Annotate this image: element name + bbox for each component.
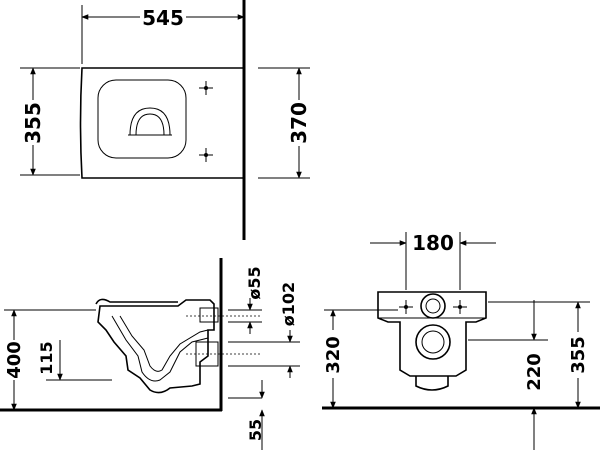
outlet-height-dim-label: 220 bbox=[524, 353, 545, 391]
outlet-height-dim-label: 115 bbox=[37, 341, 56, 374]
side-view-inlet-stub bbox=[199, 307, 219, 323]
rear-view-inlet-inner bbox=[425, 298, 441, 314]
outlet-dia-dim-label: ø102 bbox=[279, 282, 298, 326]
top-view-bowl-outline bbox=[79, 67, 245, 179]
side-view-trap-inner bbox=[119, 315, 209, 372]
rear-view: 180 320 220 355 bbox=[322, 231, 600, 450]
top-view: 545 355 370 bbox=[20, 0, 311, 240]
height-dim-label: 400 bbox=[4, 341, 25, 379]
top-view-seat-opening bbox=[97, 79, 187, 159]
width-dim-label: 545 bbox=[142, 6, 184, 30]
rear-view-foot bbox=[415, 376, 449, 391]
rear-view-fixing-right bbox=[453, 300, 467, 314]
top-view-fixing-upper bbox=[199, 81, 213, 95]
depth-right-dim-label: 370 bbox=[287, 102, 311, 144]
top-view-inner-rim bbox=[129, 107, 171, 136]
side-view-bowl-outline bbox=[97, 299, 215, 394]
side-view: 400 115 ø55 ø102 55 bbox=[0, 258, 300, 450]
depth-left-dim-label: 355 bbox=[21, 102, 45, 144]
inlet-height-dim-label: 320 bbox=[323, 336, 344, 374]
top-view-inner-rim-2 bbox=[135, 113, 165, 136]
bottom-offset-dim-label: 55 bbox=[246, 419, 265, 441]
side-view-trap-outer bbox=[111, 315, 209, 382]
side-view-seat bbox=[95, 298, 178, 305]
fixing-spacing-dim-label: 180 bbox=[412, 231, 454, 255]
rear-view-body-outline bbox=[377, 291, 487, 377]
rear-view-outlet-circle bbox=[415, 324, 451, 360]
top-view-fixing-lower bbox=[199, 148, 213, 162]
rear-view-fixing-left bbox=[399, 300, 413, 314]
rear-view-outlet-inner bbox=[421, 330, 445, 354]
rear-view-inlet-circle bbox=[420, 293, 446, 319]
inlet-dia-dim-label: ø55 bbox=[245, 266, 264, 299]
fixing-height-dim-label: 355 bbox=[568, 336, 589, 374]
